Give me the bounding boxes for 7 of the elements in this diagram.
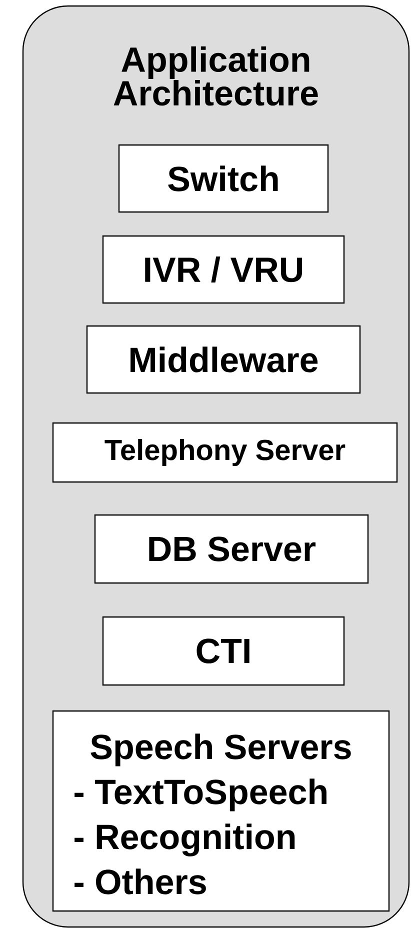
- component-box: DB Server: [94, 514, 369, 584]
- component-box: CTI: [102, 616, 345, 686]
- component-box: Speech Servers - TextToSpeech - Recognition - Others: [52, 710, 390, 912]
- component-box: Switch: [118, 144, 329, 213]
- component-box: Middleware: [86, 325, 361, 394]
- component-box: IVR / VRU: [102, 235, 345, 304]
- component-box: Telephony Server: [52, 422, 398, 483]
